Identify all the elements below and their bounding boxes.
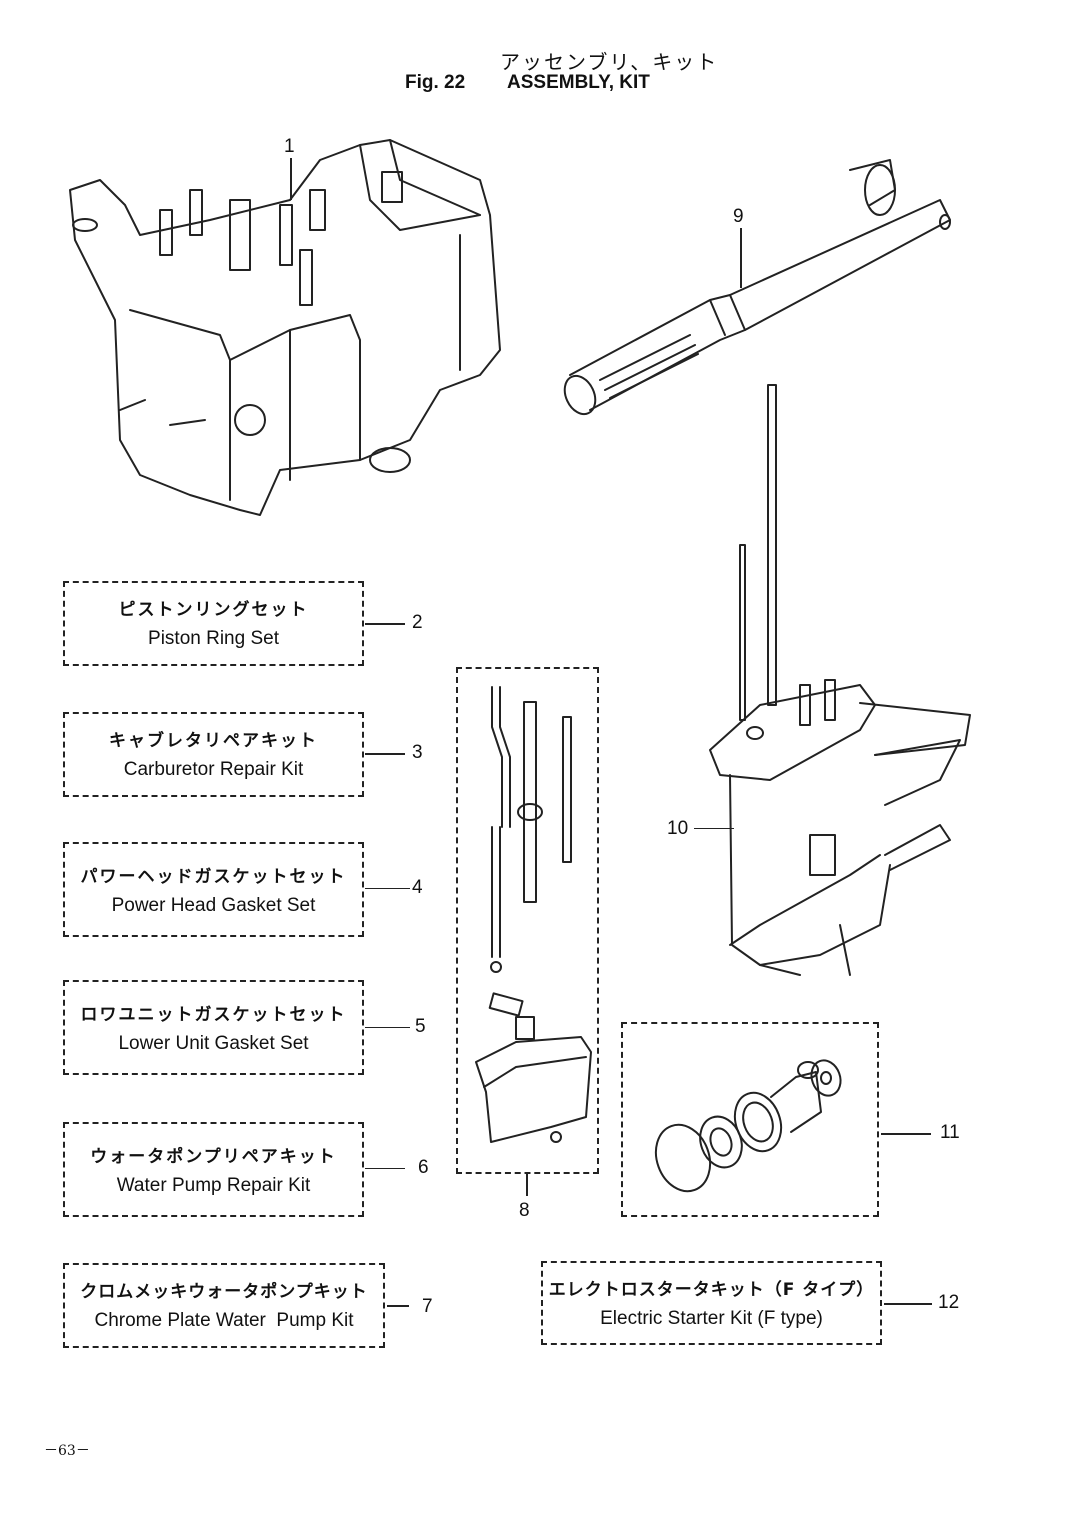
kit-name-en: Piston Ring Set [148, 628, 279, 649]
page-number: －63－ [44, 1443, 90, 1459]
leader-line-6 [365, 1168, 405, 1169]
figure-number: Fig. 22 [405, 72, 466, 93]
part-ref-5: 5 [415, 1016, 426, 1037]
kit-name-jp: パワーヘッドガスケットセット [80, 867, 347, 887]
kit-name-en: Electric Starter Kit (F type) [600, 1308, 823, 1329]
power-head-illustration [69, 139, 501, 516]
kit-box-piston-ring-set[interactable]: ピストンリングセット Piston Ring Set [63, 581, 364, 666]
kit-name-jp: ロワユニットガスケットセット [80, 1005, 347, 1025]
kit-box-chrome-plate-water-pump-kit[interactable]: クロムメッキウォータポンプキット Chrome Plate Water Pump… [63, 1263, 385, 1348]
kit-name-en: Chrome Plate Water Pump Kit [94, 1310, 354, 1331]
figure-title-japanese: アッセンブリ、キット [500, 50, 719, 74]
part-ref-11: 11 [940, 1122, 960, 1143]
part-ref-2: 2 [412, 612, 423, 633]
kit-name-en: Carburetor Repair Kit [123, 759, 304, 780]
part-ref-7: 7 [422, 1296, 433, 1317]
kit-name-jp: エレクトロスタータキット（F タイプ） [548, 1280, 875, 1300]
leader-line-8 [526, 1174, 528, 1196]
kit-name-jp: クロムメッキウォータポンプキット [80, 1282, 368, 1302]
kit-box-lower-unit-gasket-set[interactable]: ロワユニットガスケットセット Lower Unit Gasket Set [63, 980, 364, 1075]
kit-box-electric-starter-kit[interactable]: エレクトロスタータキット（F タイプ） Electric Starter Kit… [541, 1261, 882, 1345]
leader-line-1 [290, 158, 292, 200]
part-ref-6: 6 [418, 1157, 429, 1178]
kit-name-jp: ウォータポンプリペアキット [90, 1147, 337, 1167]
leader-line-3 [365, 753, 405, 755]
kit-name-en: Water Pump Repair Kit [116, 1175, 311, 1196]
kit-frame-8 [456, 667, 599, 1174]
leader-line-11 [881, 1133, 931, 1135]
leader-line-9 [740, 228, 742, 288]
leader-line-10 [694, 828, 734, 829]
part-ref-9: 9 [733, 206, 744, 227]
kit-box-power-head-gasket-set[interactable]: パワーヘッドガスケットセット Power Head Gasket Set [63, 842, 364, 937]
kit-name-en: Power Head Gasket Set [111, 895, 316, 916]
part-ref-10: 10 [667, 818, 689, 839]
kit-name-jp: キャブレタリペアキット [109, 731, 318, 751]
tiller-handle-illustration [563, 159, 951, 416]
part-ref-8: 8 [519, 1200, 530, 1221]
part-ref-3: 3 [412, 742, 423, 763]
part-ref-4: 4 [412, 877, 423, 898]
prop-shaft-housing-kit-illustration [654, 1059, 842, 1193]
part-ref-1: 1 [284, 136, 295, 157]
leader-line-5 [365, 1027, 410, 1028]
kit-box-carburetor-repair-kit[interactable]: キャブレタリペアキット Carburetor Repair Kit [63, 712, 364, 797]
kit-name-jp: ピストンリングセット [118, 600, 309, 620]
leader-line-7 [387, 1305, 409, 1307]
part-ref-12: 12 [938, 1292, 960, 1313]
kit-box-water-pump-repair-kit[interactable]: ウォータポンプリペアキット Water Pump Repair Kit [63, 1122, 364, 1217]
leader-line-12 [884, 1303, 932, 1305]
kit-name-en: Lower Unit Gasket Set [118, 1033, 309, 1054]
lower-unit-illustration [709, 384, 971, 976]
kit-frame-11 [621, 1022, 879, 1217]
water-pump-kit-illustration [475, 686, 592, 1143]
figure-title: ASSEMBLY, KIT [507, 72, 650, 93]
leader-line-4 [365, 888, 410, 889]
leader-line-2 [365, 623, 405, 625]
